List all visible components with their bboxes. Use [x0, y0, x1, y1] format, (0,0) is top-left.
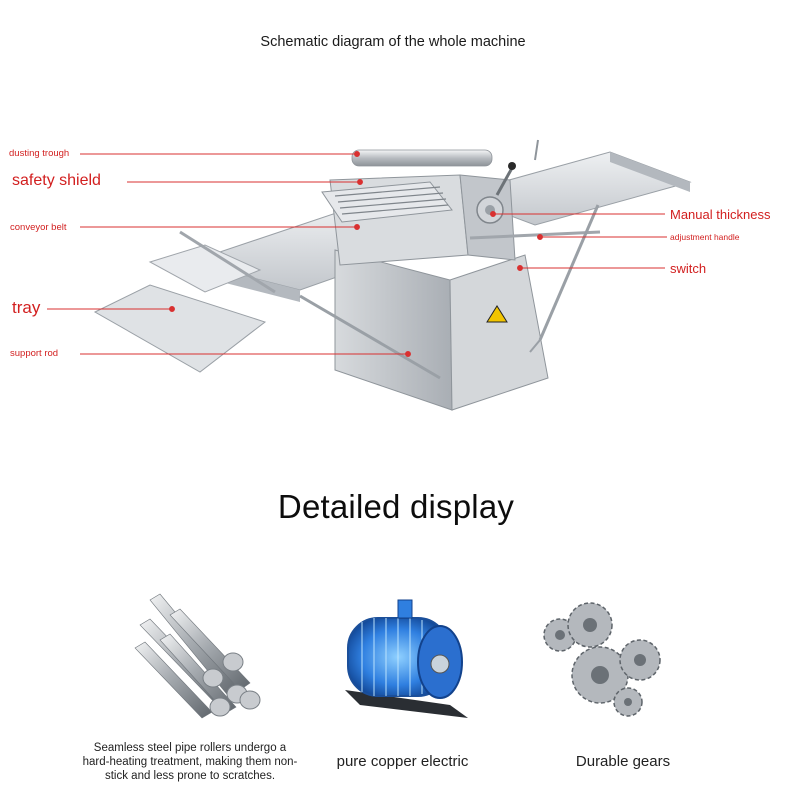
label-manual-thickness: Manual thickness — [670, 207, 771, 222]
label-adjustment-handle: adjustment handle — [670, 232, 740, 242]
detail-caption-motor: pure copper electric — [336, 753, 469, 770]
dough-sheeter-illustration — [47, 139, 692, 411]
diagram-title: Schematic diagram of the whole machine — [260, 34, 526, 50]
label-tray: tray — [12, 298, 41, 317]
section-title: Detailed display — [277, 488, 515, 525]
label-switch: switch — [670, 261, 707, 276]
detail-caption-rollers: Seamless steel pipe rollers undergo a ha… — [82, 742, 298, 782]
detail-caption-gears: Durable gears — [575, 753, 671, 770]
label-dusting-trough: dusting trough — [9, 148, 70, 159]
label-conveyor-belt: conveyor belt — [10, 222, 67, 233]
label-safety-shield: safety shield — [12, 172, 101, 189]
label-support-rod: support rod — [10, 348, 59, 359]
